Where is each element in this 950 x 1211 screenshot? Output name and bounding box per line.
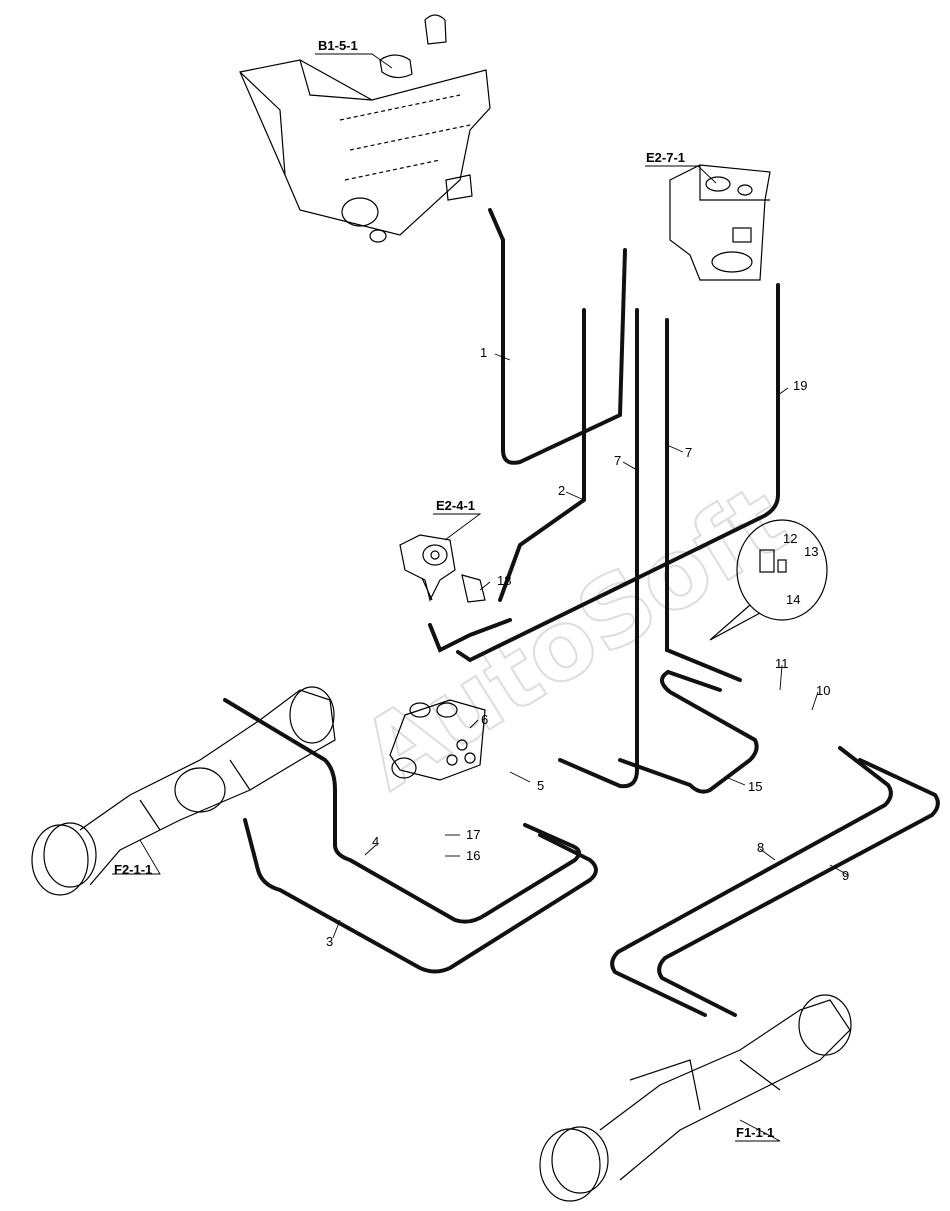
callout-7b: 7 — [685, 445, 692, 460]
ref-rear-axle: F2-1-1 — [114, 862, 152, 877]
hose-19 — [456, 283, 780, 663]
callout-1: 1 — [480, 345, 487, 360]
hose-7b — [665, 318, 742, 682]
callout-13: 13 — [804, 544, 818, 559]
hose-1 — [501, 238, 627, 465]
watermark-text: AutoSoft — [342, 463, 806, 811]
hose-15 — [618, 669, 759, 794]
hydraulic-tank — [239, 14, 491, 243]
callout-7a: 7 — [614, 453, 621, 468]
callout-16: 16 — [466, 848, 480, 863]
brake-valve — [399, 534, 486, 603]
rear-axle — [31, 686, 336, 896]
hose-tank — [488, 208, 505, 242]
ref-front-axle: F1-1-1 — [736, 1125, 774, 1140]
ref-tank: B1-5-1 — [318, 38, 358, 53]
callout-5: 5 — [537, 778, 544, 793]
hose-7a — [558, 308, 639, 789]
callout-14: 14 — [786, 592, 800, 607]
callout-2: 2 — [558, 483, 565, 498]
callout-12: 12 — [783, 531, 797, 546]
callout-3: 3 — [326, 934, 333, 949]
hose-3 — [243, 818, 598, 974]
callout-17: 17 — [466, 827, 480, 842]
distributor-block — [389, 699, 486, 781]
hose-8 — [610, 746, 893, 1017]
callout-4: 4 — [372, 834, 379, 849]
hose-18 — [428, 618, 512, 653]
callout-18: 18 — [497, 573, 511, 588]
hose-2 — [498, 308, 586, 602]
leader-lines — [112, 53, 849, 1142]
hoses — [223, 208, 940, 1017]
callout-15: 15 — [748, 779, 762, 794]
ref-steering-valve: E2-7-1 — [646, 150, 685, 165]
callout-19: 19 — [793, 378, 807, 393]
hose-4 — [223, 698, 581, 924]
hose-9 — [657, 758, 940, 1017]
callout-6: 6 — [481, 712, 488, 727]
callout-8: 8 — [757, 840, 764, 855]
steering-valve — [669, 164, 771, 281]
callout-9: 9 — [842, 868, 849, 883]
ref-brake-valve: E2-4-1 — [436, 498, 475, 513]
callout-10: 10 — [816, 683, 830, 698]
callout-11: 11 — [775, 656, 789, 671]
detail-bubble — [709, 519, 828, 641]
front-axle — [539, 994, 852, 1202]
